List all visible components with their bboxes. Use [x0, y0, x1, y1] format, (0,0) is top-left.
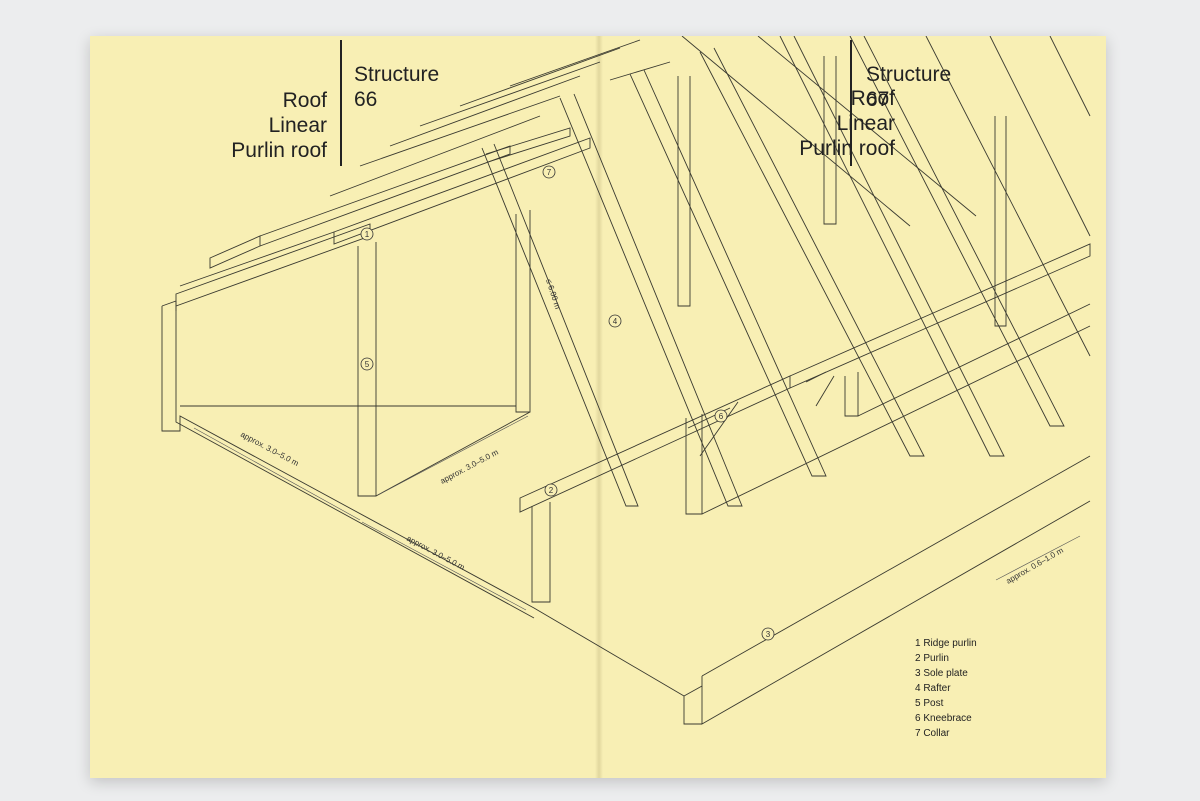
posts	[357, 56, 1007, 603]
dim-span-outer: approx. 3.0–5.0 m	[239, 430, 300, 468]
collars	[485, 61, 671, 163]
left-page-number: 66	[354, 88, 378, 111]
legend-item: 5 Post	[915, 698, 944, 709]
purlins	[179, 137, 1091, 513]
left-title-rule	[340, 40, 342, 166]
left-category-roof: Roof	[282, 89, 327, 112]
sole-plate-front	[701, 500, 1091, 725]
legend-item: 6 Kneebrace	[915, 713, 972, 724]
right-category-purlin-roof: Purlin roof	[799, 137, 895, 160]
callout-4: 4	[613, 317, 618, 326]
rafters	[209, 36, 1091, 507]
right-category-linear: Linear	[836, 112, 895, 135]
right-category-roof: Roof	[850, 87, 895, 110]
left-category-linear: Linear	[268, 114, 327, 137]
dim-span-inner: approx. 3.0–5.0 m	[439, 447, 500, 485]
legend-item: 2 Purlin	[915, 653, 949, 664]
sole-plate-left	[161, 306, 702, 725]
legend-item: 3 Sole plate	[915, 668, 968, 679]
purlin-roof-drawing: approx. 3.0–5.0 m approx. 3.0–5.0 m appr…	[161, 36, 1091, 725]
dim-span-length: approx. 3.0–5.0 m	[405, 534, 466, 572]
callout-6: 6	[719, 412, 724, 421]
right-structure-label: Structure	[866, 63, 952, 86]
callout-1: 1	[365, 230, 370, 239]
left-structure-label: Structure	[354, 63, 440, 86]
legend-item: 4 Rafter	[915, 683, 951, 694]
callout-2: 2	[549, 486, 554, 495]
left-category-purlin-roof: Purlin roof	[231, 139, 327, 162]
legend-item: 7 Collar	[915, 728, 950, 739]
callout-5: 5	[365, 360, 370, 369]
right-page-number: 67	[866, 88, 890, 111]
parts-legend: 1 Ridge purlin 2 Purlin 3 Sole plate 4 R…	[915, 636, 977, 741]
legend-item: 1 Ridge purlin	[915, 638, 977, 649]
callout-7: 7	[547, 168, 552, 177]
callout-markers	[360, 165, 775, 641]
dim-rafter-length: ≤ 6.00 m	[544, 278, 562, 311]
open-book: approx. 3.0–5.0 m approx. 3.0–5.0 m appr…	[90, 36, 1106, 778]
callout-3: 3	[766, 630, 771, 639]
dim-rafter-spacing: approx. 0.6–1.0 m	[1005, 546, 1066, 586]
right-title-rule	[850, 40, 852, 166]
